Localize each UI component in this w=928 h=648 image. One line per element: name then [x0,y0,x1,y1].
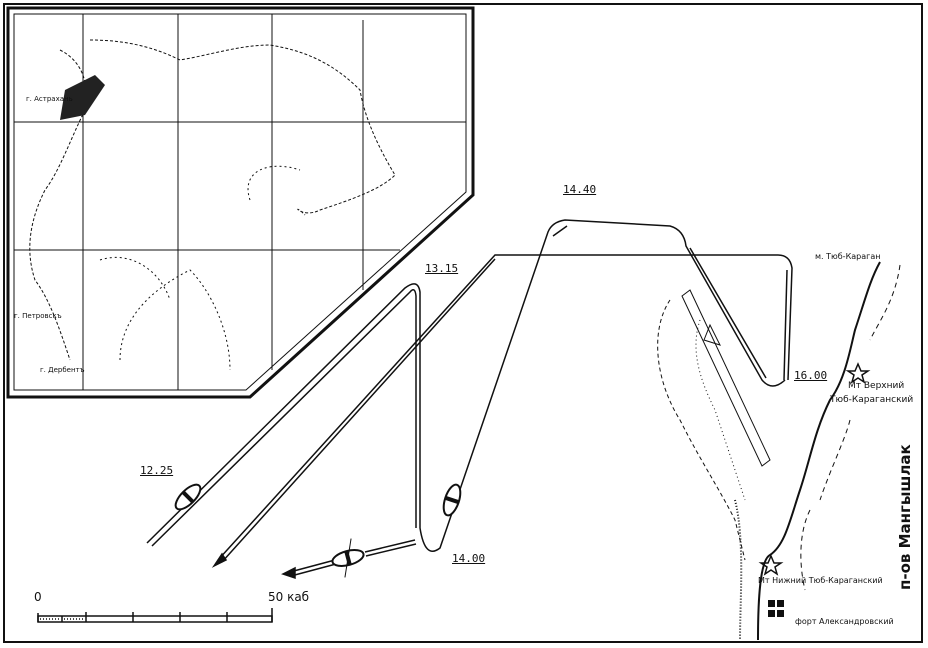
scale-start-label: 0 [34,590,42,604]
peninsula-coastline [757,261,881,641]
fort-icon [768,600,784,617]
inset-label-astrakhan: г. Астрахань [26,95,73,103]
peninsula-label: п-ов Мангышлак [896,444,914,590]
boat-icon-3 [331,538,365,578]
outer-frame [3,3,923,643]
ship-track-a [146,219,793,568]
inset-map-frame [6,6,475,399]
upper-lighthouse-star-icon [845,362,871,384]
shoal [657,289,771,641]
time-label-1400: 14.00 [452,552,486,565]
upper-lighthouse-label: Мт Верхний [848,381,905,391]
boat-icon-2 [442,483,462,517]
inset-label-petrovsk: г. Петровскъ [14,312,62,320]
ship-track-b [281,539,417,580]
boat-icon-1 [174,483,202,511]
fort-label: форт Александровский [795,617,894,626]
upper-lighthouse-label-2: Тюб-Караганский [830,395,914,405]
inset-label-derbent: г. Дербентъ [40,366,85,374]
lower-lighthouse-star-icon [758,554,784,576]
lower-lighthouse-label: Мт Нижний Тюб-Караганский [758,576,883,585]
time-label-1600: 16.00 [794,369,828,382]
scale-bar [37,608,273,623]
time-label-1440: 14.40 [563,183,597,196]
time-label-1315: 13.15 [425,262,459,275]
volga-delta [60,75,105,120]
cape-tub-karagan-label: м. Тюб-Караган [815,252,881,261]
scale-end-label: 50 каб [268,590,310,604]
time-label-1225: 12.25 [140,464,174,477]
